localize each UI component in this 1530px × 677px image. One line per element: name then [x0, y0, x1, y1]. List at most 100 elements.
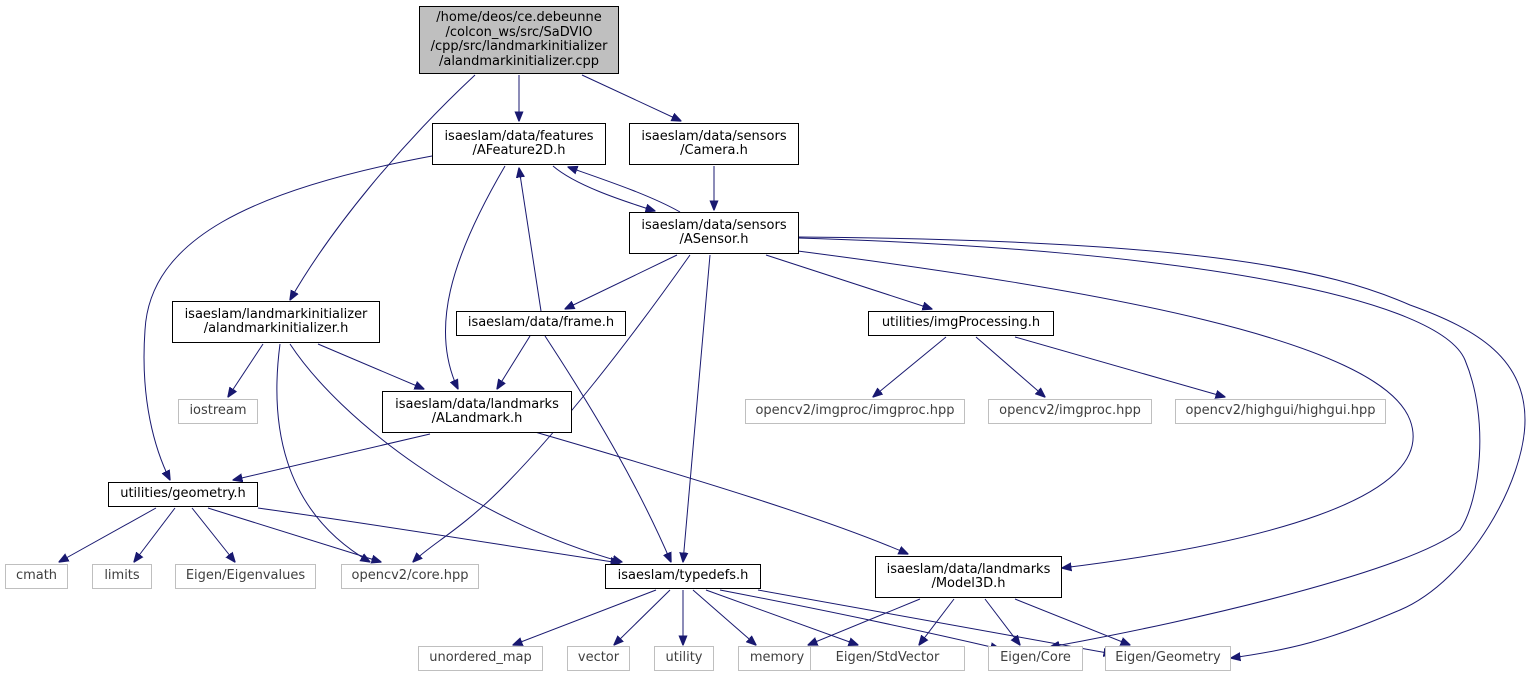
edge-asensor-eigen-geometry [797, 236, 1526, 658]
node-label-line: unordered_map [429, 650, 532, 666]
edge-geometry-core [207, 507, 381, 562]
node-eigen-eigenvalues: Eigen/Eigenvalues [175, 564, 316, 589]
edge-geometry-typedefs [257, 507, 620, 563]
edge-typedefs-eigen-geometry [757, 589, 1113, 654]
edge-root-camera [581, 74, 681, 121]
edge-frame-alandmark [497, 335, 531, 389]
edge-afeature2d-asensor [552, 165, 655, 211]
edge-geometry-cmath [59, 507, 157, 562]
edge-typedefs-stdvector [705, 589, 858, 645]
edge-afeature2d-geometry [143, 155, 433, 480]
node-label-line: utility [665, 650, 703, 666]
node-alandmarkinitializer-cpp: /home/deos/ce.debeunne /colcon_ws/src/Sa… [419, 6, 619, 74]
node-label-line: opencv2/highgui/highgui.hpp [1185, 403, 1376, 419]
node-iostream: iostream [178, 399, 258, 424]
node-opencv2-imgproc-imgproc-hpp: opencv2/imgproc/imgproc.hpp [745, 399, 965, 424]
node-label-line: isaeslam/data/sensors [641, 128, 787, 144]
node-label-line: /ASensor.h [679, 232, 749, 247]
node-model3d-h[interactable]: isaeslam/data/landmarks /Model3D.h [875, 556, 1062, 598]
node-label-line: cmath [15, 568, 58, 584]
node-label-line: isaeslam/data/landmarks [886, 561, 1051, 577]
edge-frame-afeature2d [519, 168, 542, 312]
node-alandmark-h[interactable]: isaeslam/data/landmarks /ALandmark.h [382, 391, 572, 433]
edge-geometry-eigenvalues [191, 507, 235, 562]
edge-alandmark-model3d [534, 431, 908, 554]
edge-asensor-core [413, 254, 691, 562]
node-label-line: Eigen/Eigenvalues [185, 568, 306, 584]
node-opencv2-highgui-hpp: opencv2/highgui/highgui.hpp [1175, 399, 1386, 424]
node-label-line: /alandmarkinitializer.h [203, 321, 349, 336]
node-afeature2d-h[interactable]: isaeslam/data/features /AFeature2D.h [432, 123, 606, 165]
edge-imgprocessing-highgui [1014, 336, 1225, 397]
node-eigen-geometry: Eigen/Geometry [1105, 646, 1231, 671]
node-label-line: Eigen/Core [1000, 650, 1071, 666]
edge-model3d-stdvector [919, 598, 955, 645]
node-imgprocessing-h[interactable]: utilities/imgProcessing.h [868, 311, 1054, 336]
node-geometry-h[interactable]: utilities/geometry.h [108, 482, 258, 507]
node-label-line: isaeslam/data/landmarks [395, 396, 559, 412]
edge-imgprocessing-imgproc-imgproc [873, 336, 947, 397]
node-label-line: iostream [189, 403, 247, 419]
edge-asensor-afeature2d [568, 167, 681, 213]
node-label-line: opencv2/imgproc/imgproc.hpp [755, 403, 955, 419]
edge-model3d-eigen-geometry [1014, 598, 1130, 645]
edge-alandmarkinit-iostream [228, 343, 264, 397]
node-label-line: /colcon_ws/src/SaDVIO [445, 24, 593, 40]
node-label-line: /ALandmark.h [431, 411, 523, 426]
node-vector: vector [567, 646, 630, 671]
edge-typedefs-eigen-core [719, 589, 1000, 649]
node-unordered-map: unordered_map [418, 646, 543, 671]
edge-typedefs-unordered-map [513, 589, 657, 645]
node-label-line: isaeslam/typedefs.h [617, 568, 749, 584]
node-cmath: cmath [5, 564, 68, 589]
node-label-line: memory [749, 650, 805, 666]
edge-imgprocessing-imgproc [975, 336, 1045, 397]
node-typedefs-h[interactable]: isaeslam/typedefs.h [605, 564, 761, 589]
edge-asensor-eigen-core [797, 237, 1481, 647]
node-label-line: /Model3D.h [931, 576, 1006, 591]
node-utility: utility [654, 646, 714, 671]
node-alandmarkinitializer-h[interactable]: isaeslam/landmarkinitializer /alandmarki… [172, 301, 380, 343]
node-label-line: opencv2/core.hpp [351, 568, 469, 584]
node-label-line: vector [577, 650, 620, 666]
node-asensor-h[interactable]: isaeslam/data/sensors /ASensor.h [629, 212, 799, 254]
edge-asensor-typedefs [683, 254, 711, 562]
edge-typedefs-memory [692, 589, 756, 645]
edge-asensor-model3d [789, 249, 1414, 568]
node-label-line: /Camera.h [680, 143, 748, 158]
node-label-line: /AFeature2D.h [472, 143, 566, 158]
node-label-line: isaeslam/landmarkinitializer [184, 306, 368, 322]
node-limits: limits [92, 564, 152, 589]
node-label-line: isaeslam/data/frame.h [467, 315, 615, 331]
edge-asensor-imgprocessing [765, 254, 932, 309]
node-label-line: opencv2/imgproc.hpp [999, 403, 1141, 419]
node-label-line: isaeslam/data/sensors [641, 217, 787, 233]
node-opencv2-core-hpp: opencv2/core.hpp [341, 564, 479, 589]
edge-alandmark-geometry [233, 433, 431, 480]
node-label-line: isaeslam/data/features [444, 128, 594, 144]
edge-alandmarkinit-alandmark [317, 343, 424, 389]
node-label-line: /alandmarkinitializer.cpp [438, 53, 600, 69]
node-label-line: /home/deos/ce.debeunne [436, 10, 602, 25]
edge-model3d-memory [808, 598, 921, 645]
node-label-line: limits [104, 568, 140, 584]
edge-geometry-limits [134, 507, 176, 562]
edge-typedefs-vector [614, 589, 671, 645]
node-label-line: utilities/geometry.h [120, 486, 246, 502]
node-label-line: Eigen/StdVector [835, 650, 940, 666]
node-opencv2-imgproc-hpp: opencv2/imgproc.hpp [988, 399, 1152, 424]
edge-afeature2d-alandmark [444, 165, 506, 389]
node-camera-h[interactable]: isaeslam/data/sensors /Camera.h [629, 123, 799, 165]
node-label-line: Eigen/Geometry [1115, 650, 1221, 666]
node-label-line: /cpp/src/landmarkinitializer [430, 39, 608, 54]
edge-asensor-frame [565, 254, 678, 309]
node-label-line: utilities/imgProcessing.h [881, 315, 1041, 331]
node-eigen-core: Eigen/Core [988, 646, 1083, 671]
edge-frame-typedefs [544, 335, 671, 562]
edge-model3d-eigen-core [984, 598, 1020, 645]
node-frame-h[interactable]: isaeslam/data/frame.h [456, 311, 626, 336]
edge-alandmarkinit-typedefs [289, 343, 622, 562]
edge-alandmarkinit-core [276, 343, 370, 562]
edge-root-alandmarkinit-h [290, 74, 476, 300]
node-memory: memory [738, 646, 816, 671]
